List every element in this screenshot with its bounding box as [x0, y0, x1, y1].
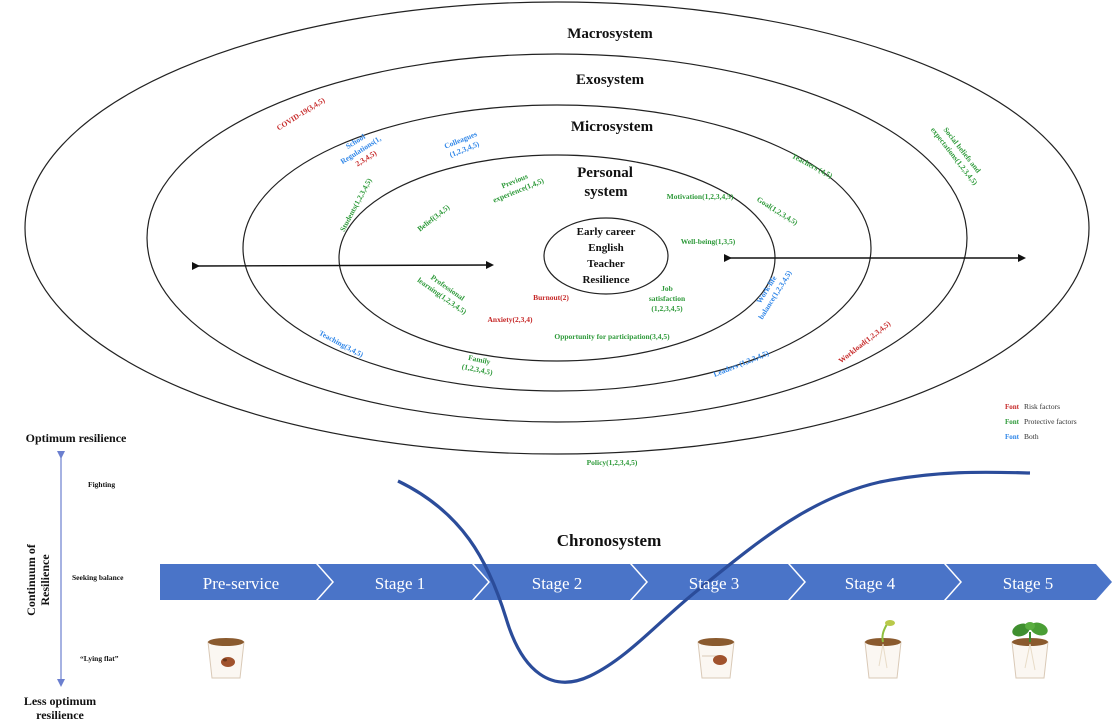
factor-colleagues: Colleagues (1,2,3,4,5) [443, 129, 481, 159]
job-sat-line1: Job [661, 284, 673, 293]
continuum-label-line1: Continuum of [24, 543, 38, 616]
stage-chevron-stage-5 [946, 564, 1112, 600]
sprout-pot-icon [864, 620, 902, 679]
legend-protective-swatch: Font [1005, 418, 1020, 426]
exosystem-ellipse [146, 53, 968, 423]
legend-risk-swatch: Font [1005, 403, 1020, 411]
factor-leaders: Leaders (1,2,3,4,5) [712, 348, 770, 379]
legend-both-label: Both [1024, 432, 1039, 441]
stage-label-stage-4: Stage 4 [845, 574, 896, 593]
factor-anxiety: Anxiety(2,3,4) [488, 315, 533, 324]
factor-students: Students(1,2,3,4,5) [338, 176, 374, 233]
factor-previous-experience: Previous experience(1,4,5) [492, 172, 546, 205]
seed-pot-icon [697, 638, 735, 679]
center-label-line1: Early career [577, 226, 636, 238]
factor-wellbeing: Well-being(1,3,5) [681, 237, 736, 246]
factor-burnout: Burnout(2) [533, 293, 569, 302]
legend: Font Risk factors Font Protective factor… [1005, 402, 1077, 441]
legend-protective-label: Protective factors [1024, 417, 1077, 426]
macrosystem-ellipse [24, 1, 1090, 455]
stage-label-stage-2: Stage 2 [532, 574, 583, 593]
stage-chevron-stage-4 [790, 564, 960, 600]
personal-system-label-line2: system [584, 184, 628, 200]
factor-professional-learning: Professional learning(1,2,3,4,5) [416, 273, 469, 317]
optimum-resilience-label: Optimum resilience [26, 431, 127, 445]
level-seeking-balance: Seeking balance [72, 573, 124, 582]
personal-system-label-line1: Personal [577, 165, 633, 181]
stage-chevron-pre-service [160, 564, 332, 600]
factor-social-beliefs: Social beliefs and expectations(1,2,3,4,… [929, 125, 983, 187]
factor-belief: Belief(3,4,5) [416, 202, 452, 233]
exosystem-label: Exosystem [576, 72, 645, 88]
center-label-line3: Teacher [587, 258, 625, 270]
factor-workload: Workload(1,2,3,4,5) [837, 319, 893, 365]
factor-teachers: Teachers (4,5) [790, 151, 834, 180]
job-sat-line2: satisfaction [649, 294, 686, 303]
continuum-label-line2: Resilience [38, 554, 52, 606]
microsystem-ellipse [242, 104, 872, 392]
chronosystem-label: Chronosystem [557, 531, 662, 550]
job-sat-line3: (1,2,3,4,5) [651, 304, 683, 313]
plant-pot-icon [1011, 622, 1049, 679]
legend-both-swatch: Font [1005, 433, 1020, 441]
factor-policy: Policy(1,2,3,4,5) [587, 458, 638, 467]
center-ellipse [543, 217, 669, 295]
personal-system-ellipse [338, 154, 776, 362]
stage-label-stage-1: Stage 1 [375, 574, 426, 593]
less-optimum-label-line2: resilience [36, 708, 84, 722]
macrosystem-label: Macrosystem [567, 26, 653, 42]
stage-chevron-stage-1 [318, 564, 488, 600]
factor-job-satisfaction: Job satisfaction (1,2,3,4,5) [649, 284, 686, 313]
stage-chevron-stage-3 [632, 564, 804, 600]
legend-risk-label: Risk factors [1024, 402, 1060, 411]
stage-band [160, 564, 1112, 600]
center-label-line2: English [588, 242, 623, 254]
factor-opportunity: Opportunity for participation(3,4,5) [554, 332, 670, 341]
factor-work-life-balance: Work-life balance(1,2,3,4,5) [755, 268, 794, 321]
less-optimum-label-line1: Less optimum [24, 694, 96, 708]
level-fighting: Fighting [88, 480, 115, 489]
left-arrow-line [191, 261, 494, 271]
factor-motivation: Motivation(1,2,3,4,5) [667, 192, 734, 201]
stage-chevron-stage-2 [474, 564, 646, 600]
stage-label-stage-5: Stage 5 [1003, 574, 1054, 593]
seed-pot-icon [207, 638, 245, 679]
microsystem-label: Microsystem [571, 119, 654, 135]
resilience-curve [397, 470, 1031, 684]
stage-label-pre-service: Pre-service [203, 574, 279, 593]
factor-school-regulations: School Regulations(1, 2,3,4,5) [339, 132, 383, 168]
center-label-line4: Resilience [582, 274, 629, 286]
stage-label-stage-3: Stage 3 [689, 574, 740, 593]
level-lying-flat: “Lying flat” [80, 654, 119, 663]
